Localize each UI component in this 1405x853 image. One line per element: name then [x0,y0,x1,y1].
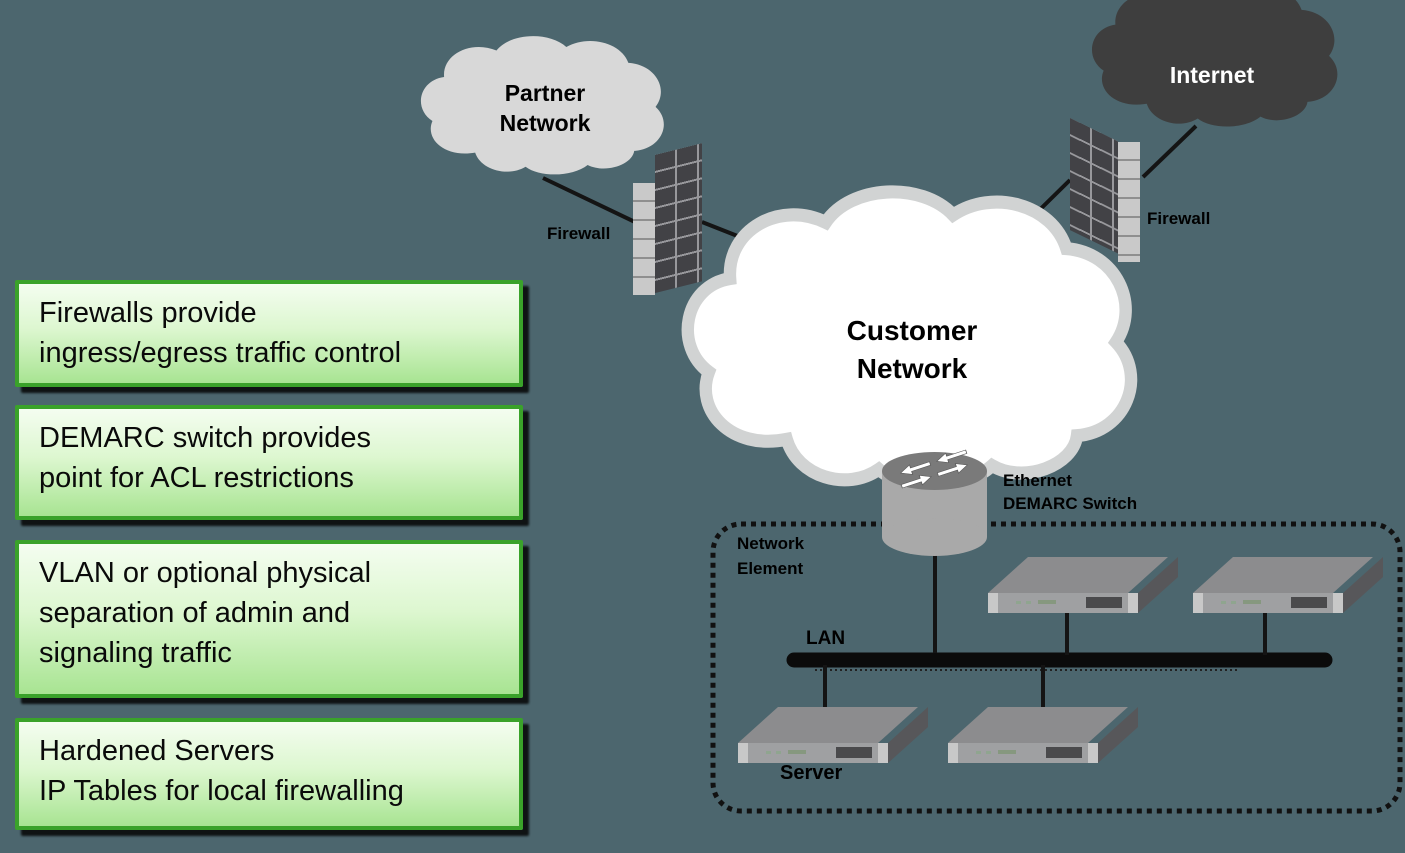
server-rack-ear [878,743,888,763]
network-element-boundary [710,521,1403,814]
server-icon-4 [948,706,1138,763]
server-rack-ear [1333,593,1343,613]
server-vent [998,750,1016,754]
server-led [776,751,781,754]
server-rack-ear [988,593,998,613]
server-led [1221,601,1226,604]
firewall-right-bricks [1070,118,1118,254]
server-led [1026,601,1031,604]
server-front-face [1193,593,1343,613]
server-led [1016,601,1021,604]
server-drive-slot [1291,597,1327,608]
server-icon-3 [738,706,928,763]
server-vent [1038,600,1056,604]
firewall-right-side [1118,142,1140,262]
firewall-right-icon [1070,118,1140,268]
server-top-face [948,707,1128,743]
server-rack-ear [1193,593,1203,613]
server-rack-ear [1128,593,1138,613]
server-icon-1 [988,556,1178,613]
network-element-label: Network Element [737,534,805,578]
server-front-face [738,743,888,763]
firewall-left-icon [633,143,703,303]
server-top-face [988,557,1168,593]
callout-vlan-separation: VLAN or optional physical separation of … [15,540,523,698]
firewall-left-side [633,183,655,295]
server-rack-ear [948,743,958,763]
server-drive-slot [1046,747,1082,758]
server-led [766,751,771,754]
link-partner-to-firewall [542,176,638,225]
demarc-switch-label: Ethernet DEMARC Switch [1003,471,1138,513]
demarc-switch-icon [882,449,987,556]
server-top-face [738,707,918,743]
callout-demarc-switch: DEMARC switch provides point for ACL res… [15,405,523,520]
server-vent [1243,600,1261,604]
server-led [976,751,981,754]
server-drive-slot [1086,597,1122,608]
server-top-face [1193,557,1373,593]
partner-network-label: Partner Network [499,80,591,136]
server-drive-slot [836,747,872,758]
callout-hardened-servers: Hardened Servers IP Tables for local fir… [15,718,523,830]
server-label: Server [780,762,843,784]
switch-top [882,452,987,490]
firewall-right-label: Firewall [1147,209,1211,228]
switch-arrows-icon [899,449,969,489]
server-vent [788,750,806,754]
firewall-left-label: Firewall [547,224,611,243]
server-rack-ear [738,743,748,763]
firewall-left-bricks [655,143,702,293]
internet-label: Internet [1169,62,1255,88]
callout-firewalls: Firewalls provide ingress/egress traffic… [15,280,523,387]
server-front-face [948,743,1098,763]
server-led [1231,601,1236,604]
switch-body-bottom [882,518,987,556]
link-internet-to-firewall [1141,124,1198,179]
lan-label: LAN [806,628,846,649]
server-rack-ear [1088,743,1098,763]
server-led [986,751,991,754]
customer-network-label: Customer Network [846,315,978,384]
server-icon-2 [1193,556,1383,613]
server-front-face [988,593,1138,613]
